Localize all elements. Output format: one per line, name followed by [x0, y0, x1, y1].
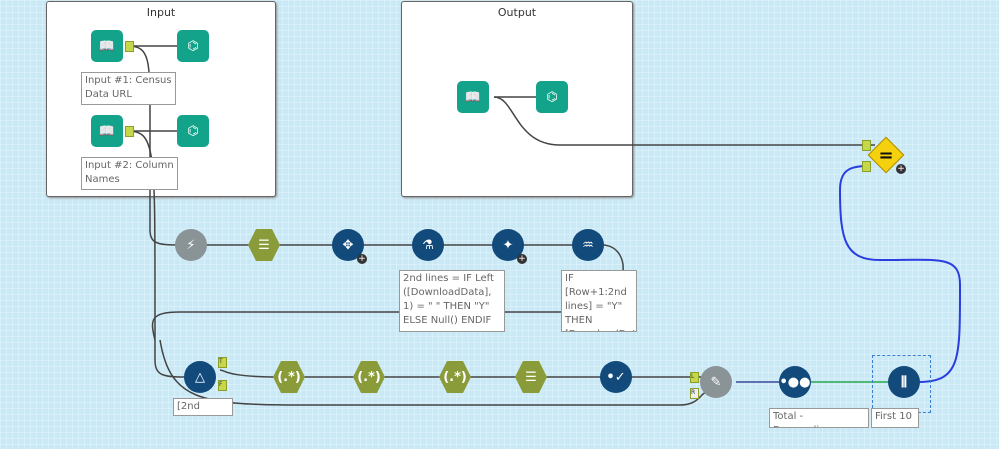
annotation-sample: First 10 [871, 408, 919, 428]
filter-triangle-icon: △ [195, 369, 205, 385]
columns-icon: ☰ [258, 237, 270, 253]
sort-tool[interactable]: •●● [779, 366, 811, 398]
annotation-multirow: IF [Row+1:2nd lines] = "Y" THEN [Downloa… [561, 270, 637, 332]
lightning-icon: ⚡ [186, 237, 196, 253]
input-data-tool-1[interactable]: 📖 [91, 30, 123, 62]
regex-tool-3[interactable]: (.*) [439, 361, 471, 393]
regex-icon: (.*) [443, 369, 467, 385]
binoculars-icon: ⌬ [546, 89, 558, 105]
test-tool[interactable]: = [867, 136, 905, 174]
join-right-anchor[interactable]: R [690, 388, 699, 399]
book-icon: 📖 [98, 38, 116, 54]
output-anchor[interactable] [125, 41, 134, 52]
add-output-icon[interactable]: + [517, 254, 527, 264]
regex-tool-1[interactable]: (.*) [273, 361, 305, 393]
input-data-tool-2[interactable]: 📖 [91, 115, 123, 147]
bucket-icon: ♒ [582, 237, 594, 253]
find-replace-tool[interactable]: ✎ [700, 366, 732, 398]
check-icon: •✓ [606, 369, 626, 385]
select-tool[interactable]: •✓ [600, 361, 632, 393]
filter-true-anchor[interactable]: T [218, 357, 227, 368]
regex-icon: (.*) [357, 369, 381, 385]
add-output-icon[interactable]: + [357, 254, 367, 264]
input-data-tool-3[interactable]: 📖 [457, 81, 489, 113]
annotation-filter: [2nd lines] != "Y" [173, 398, 233, 416]
annotation-input-2: Input #2: Column Names [81, 157, 178, 190]
formula-tool[interactable]: ⚗ [412, 229, 444, 261]
container-output[interactable]: Output [401, 1, 633, 197]
multi-row-formula-tool[interactable]: ♒ [572, 229, 604, 261]
sample-tool[interactable]: ⫼ [888, 366, 920, 398]
download-tool[interactable]: ⚡ [175, 229, 207, 261]
arrows-icon: ✥ [342, 237, 354, 253]
pen-icon: ✎ [710, 374, 722, 390]
test-input-anchor-l[interactable] [862, 140, 871, 151]
regex-icon: (.*) [277, 369, 301, 385]
regex-tool-2[interactable]: (.*) [353, 361, 385, 393]
add-output-icon[interactable]: + [896, 164, 906, 174]
browse-tool-2[interactable]: ⌬ [177, 115, 209, 147]
annotation-formula: 2nd lines = IF Left ([DownloadData], 1) … [399, 270, 505, 332]
binoculars-icon: ⌬ [187, 38, 199, 54]
flask-icon: ⚗ [422, 237, 434, 253]
filter-tool[interactable]: △ [184, 361, 216, 393]
container-title: Output [497, 6, 537, 19]
columns-icon: ☰ [525, 369, 537, 385]
output-anchor[interactable] [125, 126, 134, 137]
equals-icon: = [878, 144, 894, 166]
binoculars-icon: ⌬ [187, 123, 199, 139]
filter-false-anchor[interactable]: F [218, 380, 227, 391]
browse-tool-1[interactable]: ⌬ [177, 30, 209, 62]
container-title: Input [146, 6, 176, 19]
book-icon: 📖 [464, 89, 482, 105]
browse-tool-3[interactable]: ⌬ [536, 81, 568, 113]
test-input-anchor-r[interactable] [862, 161, 871, 172]
join-left-anchor[interactable]: L [690, 372, 699, 383]
annotation-sort: Total - Descending [769, 408, 869, 428]
sparkle-table-icon: ✦ [502, 237, 514, 253]
dots-icon: •●● [779, 374, 811, 390]
book-icon: 📖 [98, 123, 116, 139]
annotation-input-1: Input #1: Census Data URL [81, 72, 176, 105]
test-tubes-icon: ⫼ [901, 374, 907, 390]
